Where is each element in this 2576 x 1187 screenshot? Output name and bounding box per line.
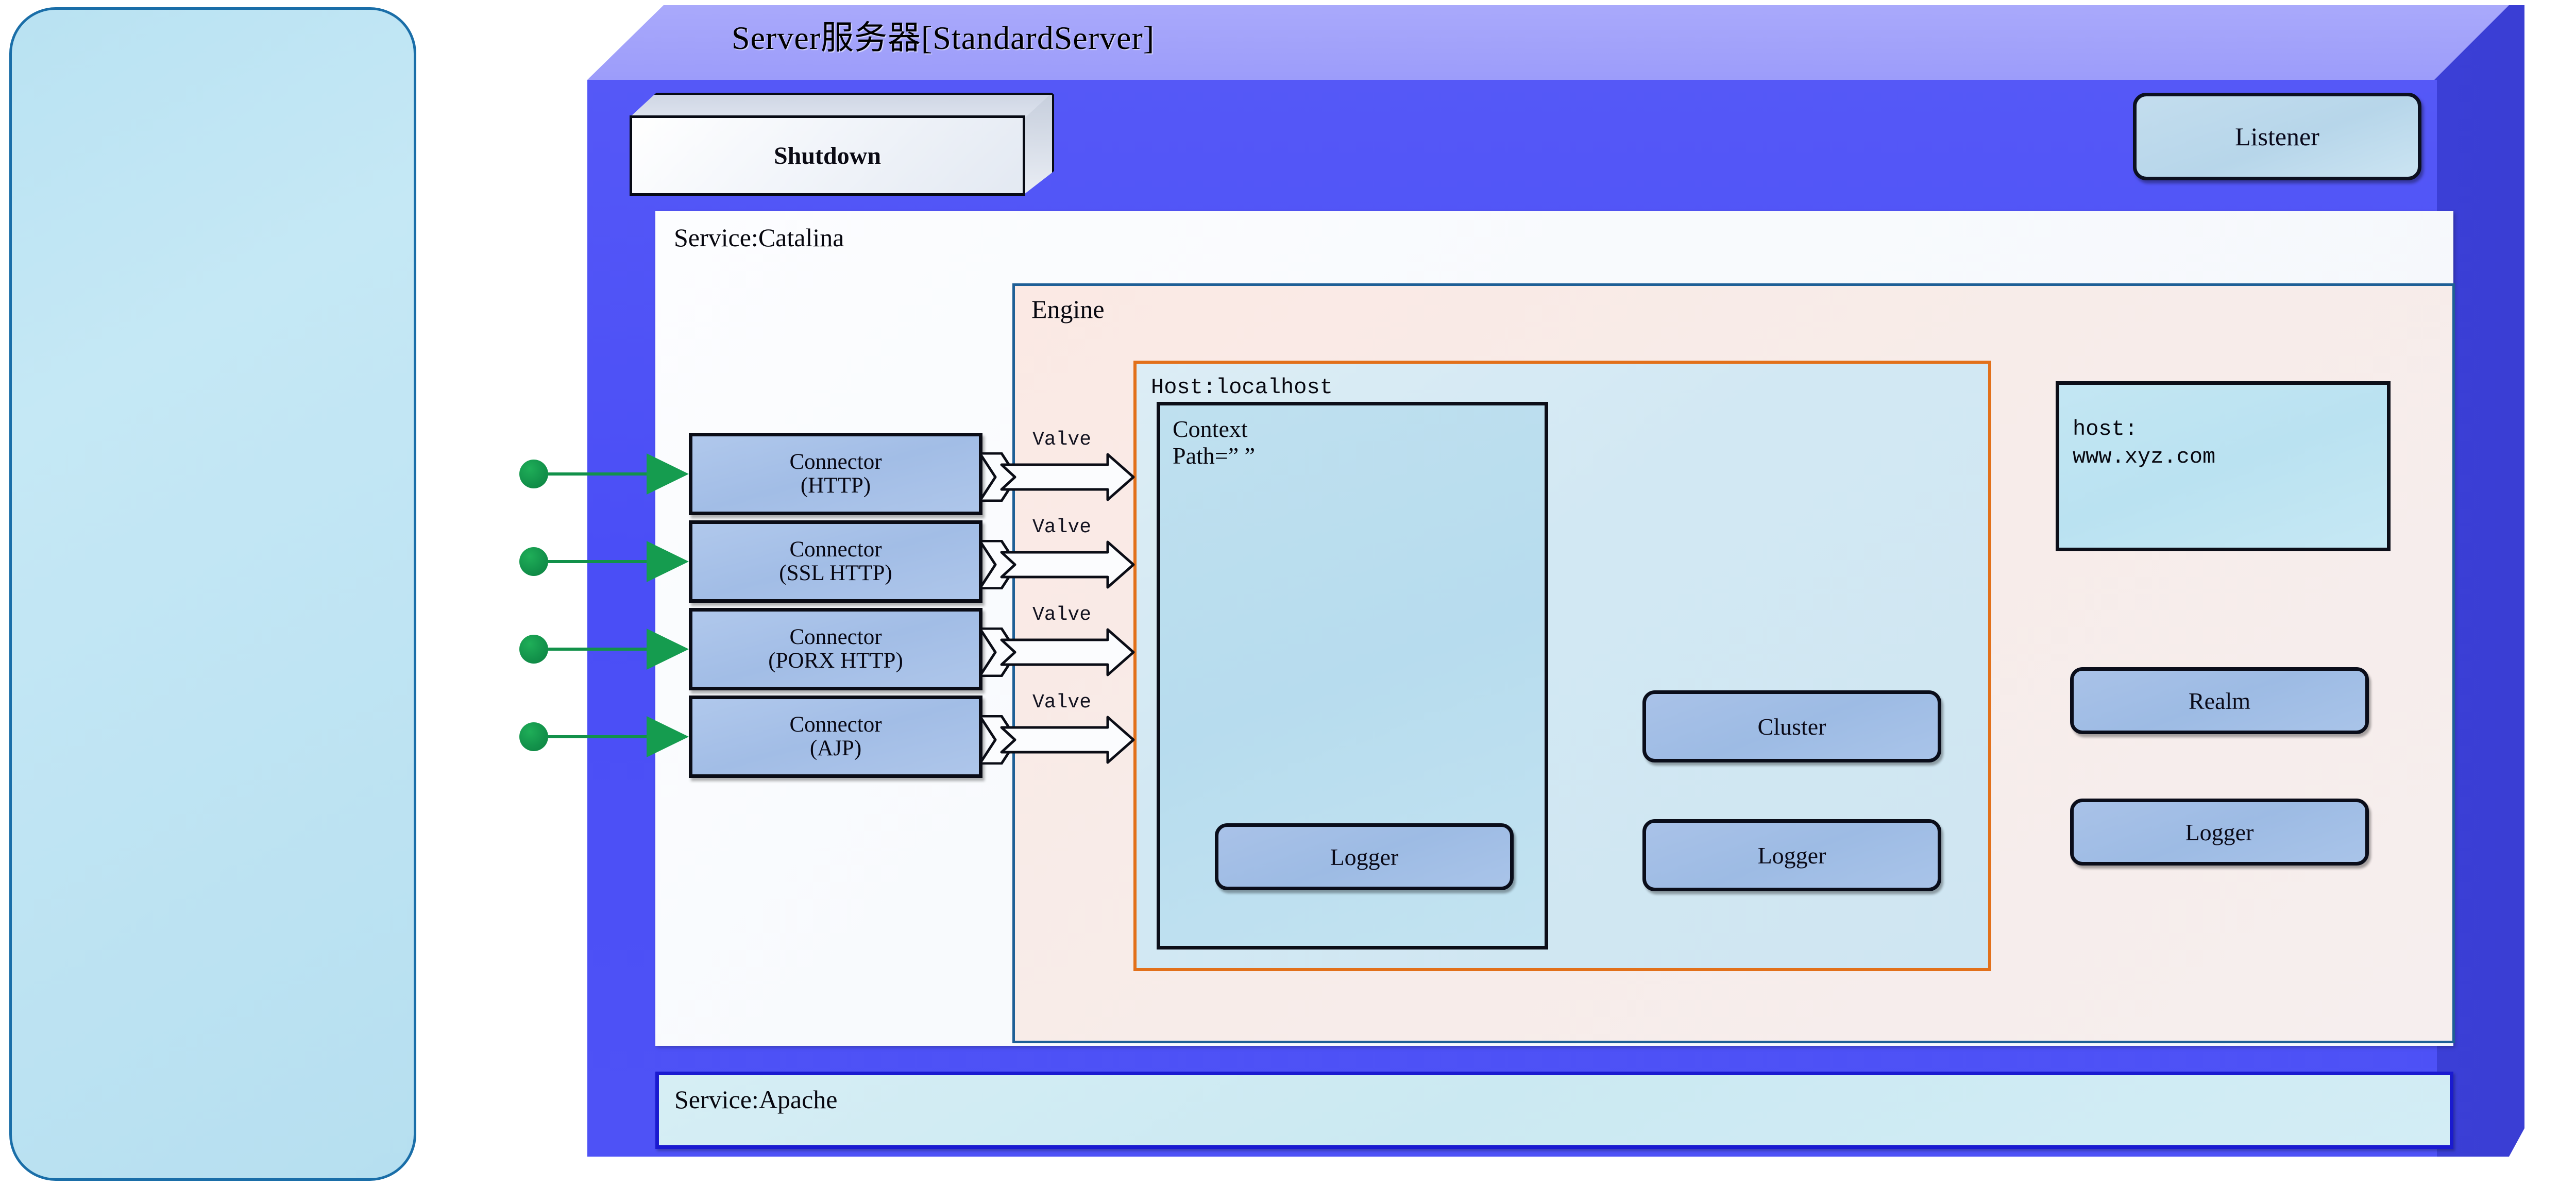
connector-box[interactable]: Connector(SSL HTTP) bbox=[689, 520, 982, 603]
connector-box[interactable]: Connector(HTTP) bbox=[689, 433, 982, 515]
context-label: Context Path=” ” bbox=[1173, 416, 1256, 469]
connector-box[interactable]: Connector(PORX HTTP) bbox=[689, 608, 982, 690]
valve-arrow: Valve bbox=[979, 516, 1137, 589]
listener-label: Listener bbox=[2235, 122, 2319, 151]
valve-arrow-icon bbox=[979, 540, 1135, 589]
server-title: Server服务器[StandardServer] bbox=[732, 20, 1155, 56]
valve-label: Valve bbox=[1032, 604, 1092, 626]
connector-protocol-line2: (HTTP) bbox=[800, 473, 871, 498]
hostname-text: host: www.xyz.com bbox=[2073, 417, 2216, 469]
realm-label: Realm bbox=[2188, 687, 2251, 714]
request-endpoint-dot bbox=[519, 547, 548, 576]
connector-protocol-line2: (SSL HTTP) bbox=[779, 561, 892, 585]
cluster-label: Cluster bbox=[1757, 713, 1826, 740]
engine-logger-label: Logger bbox=[2185, 819, 2254, 845]
valve-label: Valve bbox=[1032, 691, 1092, 714]
engine-logger-box[interactable]: Logger bbox=[2070, 799, 2369, 866]
service-apache-bar: Service:Apache bbox=[655, 1072, 2453, 1149]
valve-label: Valve bbox=[1032, 429, 1092, 451]
shutdown-top-face bbox=[630, 93, 1052, 117]
valve-arrow-icon bbox=[979, 452, 1135, 502]
request-arrow-icon bbox=[647, 716, 689, 757]
request-endpoint-dot bbox=[519, 460, 548, 488]
service-catalina-label: Service:Catalina bbox=[674, 223, 844, 252]
left-empty-panel bbox=[9, 7, 416, 1181]
request-connector-line bbox=[546, 648, 649, 651]
request-connector-line bbox=[546, 472, 649, 476]
request-endpoint-dot bbox=[519, 635, 548, 664]
request-arrow-icon bbox=[647, 453, 689, 495]
context-logger-box[interactable]: Logger bbox=[1215, 823, 1514, 890]
valve-arrow: Valve bbox=[979, 604, 1137, 677]
host-logger-box[interactable]: Logger bbox=[1642, 819, 1941, 891]
host-localhost-label: Host:localhost bbox=[1151, 375, 1333, 400]
host-logger-label: Logger bbox=[1757, 842, 1826, 869]
realm-box[interactable]: Realm bbox=[2070, 667, 2369, 734]
server-top-face bbox=[587, 5, 2509, 80]
engine-label: Engine bbox=[1031, 295, 1105, 324]
shutdown-box[interactable]: Shutdown bbox=[630, 93, 1062, 196]
connector-protocol-line1: Connector bbox=[789, 537, 882, 562]
valve-label: Valve bbox=[1032, 516, 1092, 538]
hostname-box: host: www.xyz.com bbox=[2056, 381, 2391, 551]
valve-arrow: Valve bbox=[979, 429, 1137, 502]
service-apache-label: Service:Apache bbox=[674, 1085, 838, 1114]
valve-arrow-icon bbox=[979, 715, 1135, 765]
cluster-box[interactable]: Cluster bbox=[1642, 690, 1941, 762]
connector-protocol-line2: (AJP) bbox=[809, 736, 862, 760]
shutdown-front-face: Shutdown bbox=[630, 115, 1025, 196]
shutdown-label: Shutdown bbox=[773, 142, 882, 169]
context-logger-label: Logger bbox=[1330, 843, 1399, 870]
request-connector-line bbox=[546, 560, 649, 563]
request-arrow-icon bbox=[647, 541, 689, 582]
request-connector-line bbox=[546, 735, 649, 738]
connector-protocol-line1: Connector bbox=[789, 625, 882, 650]
valve-arrow-icon bbox=[979, 628, 1135, 677]
connector-protocol-line2: (PORX HTTP) bbox=[768, 649, 903, 673]
listener-box[interactable]: Listener bbox=[2133, 93, 2421, 180]
valve-arrow: Valve bbox=[979, 691, 1137, 765]
request-arrow-icon bbox=[647, 629, 689, 670]
connector-box[interactable]: Connector(AJP) bbox=[689, 696, 982, 778]
connector-protocol-line1: Connector bbox=[789, 450, 882, 474]
connector-protocol-line1: Connector bbox=[789, 713, 882, 737]
request-endpoint-dot bbox=[519, 722, 548, 751]
